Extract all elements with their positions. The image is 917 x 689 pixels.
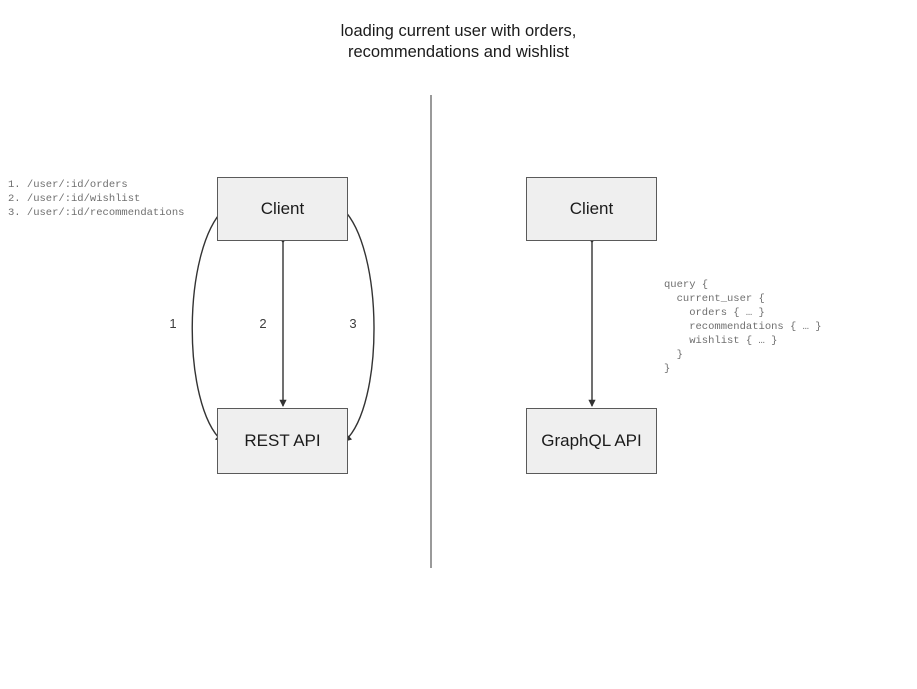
node-rest-api[interactable]: REST API bbox=[217, 408, 348, 474]
node-client-graphql[interactable]: Client bbox=[526, 177, 657, 241]
node-label: REST API bbox=[244, 431, 321, 450]
rest-endpoint-list: 1. /user/:id/orders 2. /user/:id/wishlis… bbox=[8, 179, 185, 219]
edge-label-1: 1 bbox=[169, 316, 177, 331]
node-client-rest[interactable]: Client bbox=[217, 177, 348, 241]
node-label: Client bbox=[260, 199, 305, 218]
node-label: Client bbox=[569, 199, 614, 218]
diagram-title: loading current user with orders, recomm… bbox=[340, 22, 577, 61]
edge-label-3: 3 bbox=[349, 316, 357, 331]
arrow-rest-1 bbox=[191, 202, 232, 442]
graphql-query-snippet: query { current_user { orders { … } reco… bbox=[664, 279, 822, 375]
arrow-rest-3 bbox=[336, 201, 375, 442]
edge-label-2: 2 bbox=[259, 316, 267, 331]
node-graphql-api[interactable]: GraphQL API bbox=[526, 408, 657, 474]
node-label: GraphQL API bbox=[541, 431, 642, 450]
